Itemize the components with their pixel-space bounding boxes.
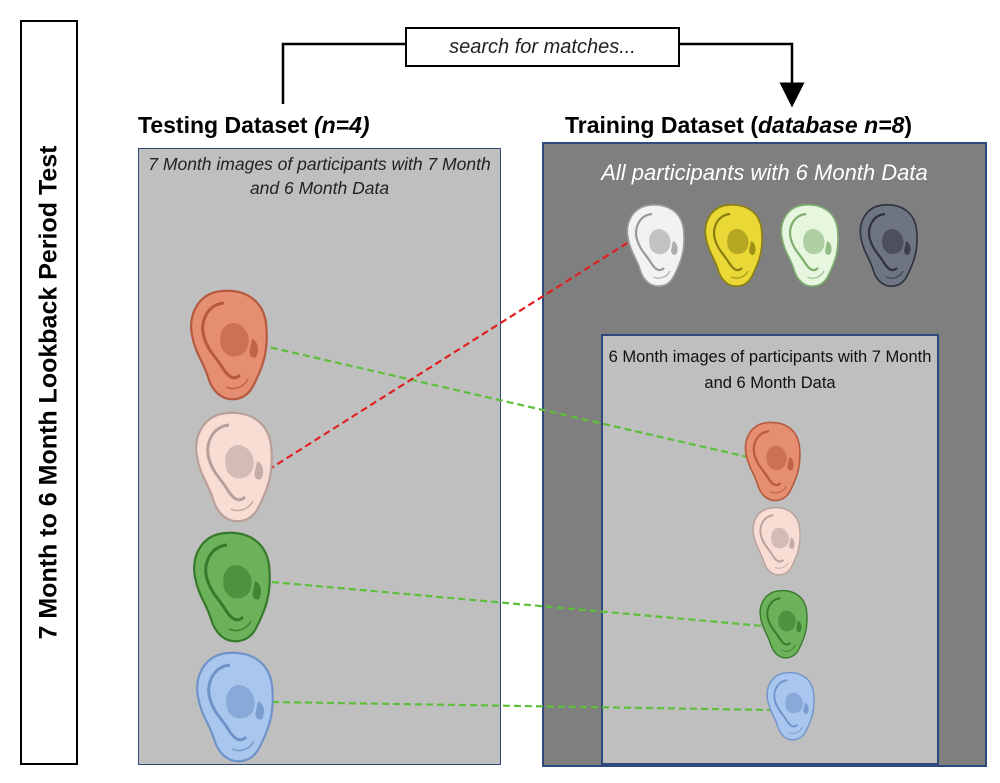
connection-testing-light-pink-to-top-white bbox=[267, 239, 633, 471]
ear-testing-light-pink bbox=[195, 411, 273, 523]
ear-training-slate bbox=[859, 204, 918, 287]
ear-training-pale-green bbox=[780, 204, 839, 287]
connection-testing-green-to-inner-green bbox=[271, 580, 764, 628]
training-caption: All participants with 6 Month Data bbox=[601, 160, 928, 185]
ear-inner-green bbox=[759, 590, 808, 659]
search-label: search for matches... bbox=[449, 35, 636, 58]
testing-heading-n: (n=4) bbox=[313, 112, 370, 138]
ear-testing-light-blue bbox=[196, 651, 274, 763]
side-title-frame bbox=[20, 20, 78, 765]
inner-caption: 6 Month images of participants with 7 Mo… bbox=[608, 348, 932, 392]
connection-lines bbox=[259, 239, 772, 712]
ear-inner-light-blue bbox=[766, 672, 815, 741]
ear-training-white bbox=[626, 204, 685, 287]
testing-caption: 7 Month images of participants with 7 Mo… bbox=[148, 154, 491, 198]
testing-heading-text: Testing Dataset bbox=[138, 112, 314, 138]
search-box: search for matches... bbox=[405, 27, 680, 67]
ear-images bbox=[190, 204, 918, 763]
connection-testing-peach-to-inner-peach bbox=[259, 343, 753, 460]
search-connector-left bbox=[281, 42, 405, 104]
ear-training-yellow bbox=[704, 204, 763, 287]
ear-testing-peach bbox=[190, 289, 268, 401]
ear-testing-green bbox=[193, 531, 271, 643]
connection-testing-light-blue-to-inner-light-blue bbox=[271, 700, 772, 712]
testing-heading: Testing Dataset (n=4) bbox=[138, 112, 370, 139]
training-heading-n: database n=8 bbox=[757, 112, 905, 138]
ear-inner-peach bbox=[744, 421, 801, 502]
search-connector-right bbox=[680, 42, 805, 108]
training-heading-close: ) bbox=[904, 112, 913, 138]
training-heading-text: Training Dataset ( bbox=[565, 112, 758, 138]
training-heading: Training Dataset (database n=8) bbox=[565, 112, 912, 139]
ear-inner-light-pink bbox=[752, 507, 801, 576]
